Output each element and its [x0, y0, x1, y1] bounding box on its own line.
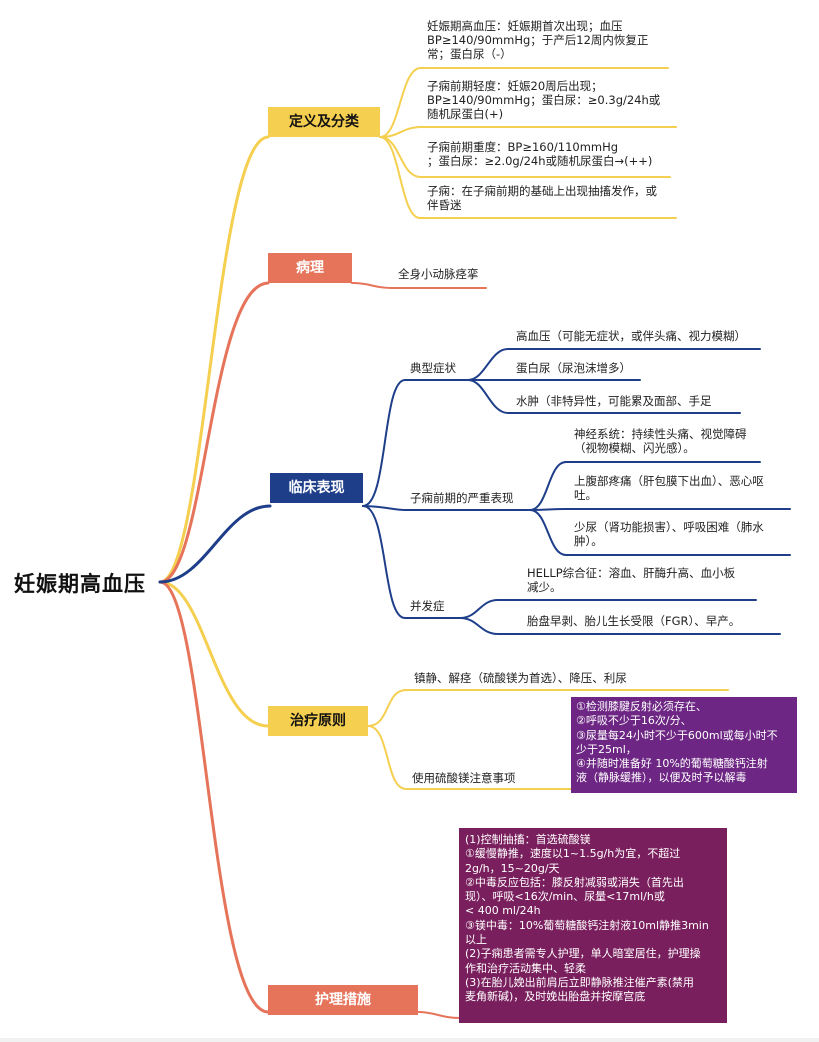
clinical-severe-label: 子痫前期的严重表现 — [410, 491, 514, 505]
severe-item-3: 少尿（肾功能损害）、呼吸困难（肺水 肿）。 — [574, 520, 764, 548]
branch-treatment: 治疗原则 — [268, 706, 368, 736]
branch-pathology: 病理 — [268, 253, 352, 283]
definition-item-2: 子痫前期轻度：妊娠20周后出现； BP≥140/90mmHg；蛋白尿：≥0.3g… — [427, 79, 661, 121]
branch-clinical: 临床表现 — [270, 473, 363, 503]
definition-item-3: 子痫前期重度：BP≥160/110mmHg ；蛋白尿：≥2.0g/24h或随机尿… — [427, 140, 653, 168]
severe-item-1: 神经系统：持续性头痛、视觉障碍 （视物模糊、闪光感）。 — [574, 427, 747, 455]
nursing-notes-box: (1)控制抽搐：首选硫酸镁 ①缓慢静推，速度以1~1.5g/h为宜，不超过 2g… — [459, 828, 727, 1023]
definition-item-1: 妊娠期高血压：妊娠期首次出现；血压 BP≥140/90mmHg；于产后12周内恢… — [427, 19, 649, 61]
mgso4-label: 使用硫酸镁注意事项 — [412, 771, 516, 785]
branch-definition: 定义及分类 — [268, 107, 380, 137]
typical-item-2: 蛋白尿（尿泡沫增多） — [516, 361, 631, 375]
mgso4-notes-box: ①检测膝腱反射必须存在、 ②呼吸不少于16次/分、 ③尿量每24小时不少于600… — [571, 697, 797, 793]
complication-item-1: HELLP综合征：溶血、肝酶升高、血小板 减少。 — [527, 566, 736, 594]
branch-nursing: 护理措施 — [268, 985, 418, 1015]
typical-item-1: 高血压（可能无症状，或伴头痛、视力模糊） — [516, 329, 746, 343]
root-title: 妊娠期高血压 — [14, 572, 146, 596]
bottom-edge — [0, 1038, 819, 1042]
severe-item-2: 上腹部疼痛（肝包膜下出血）、恶心呕 吐。 — [574, 474, 764, 502]
pathology-item: 全身小动脉痉挛 — [398, 267, 479, 281]
definition-item-4: 子痫：在子痫前期的基础上出现抽搐发作，或 伴昏迷 — [427, 184, 657, 212]
typical-item-3: 水肿（非特异性，可能累及面部、手足 — [516, 394, 712, 408]
complication-item-2: 胎盘早剥、胎儿生长受限（FGR）、早产。 — [527, 614, 741, 628]
clinical-typical-label: 典型症状 — [410, 361, 456, 375]
treatment-principle: 镇静、解痉（硫酸镁为首选）、降压、利尿 — [414, 671, 627, 685]
clinical-complications-label: 并发症 — [410, 599, 445, 613]
